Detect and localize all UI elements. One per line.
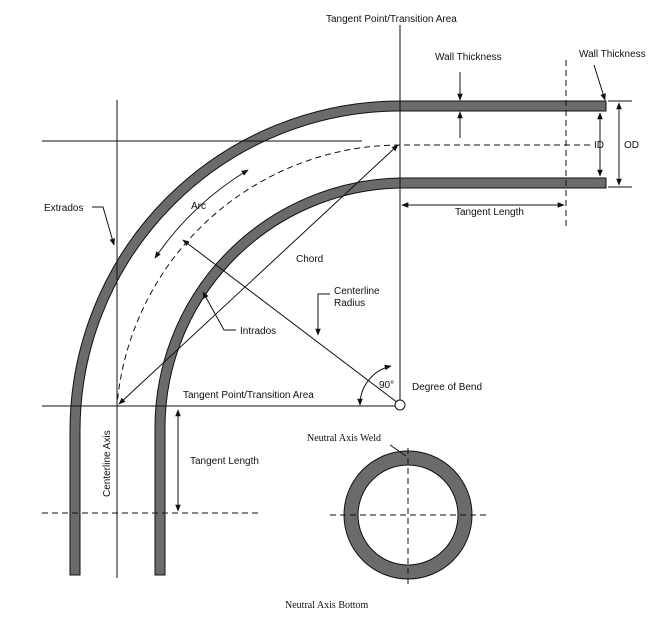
neutral-axis-bottom-label: Neutral Axis Bottom xyxy=(285,600,369,611)
cross-section-ring xyxy=(344,451,472,579)
tangent-point-bottom-label: Tangent Point/Transition Area xyxy=(183,390,314,401)
od-label: OD xyxy=(624,140,639,151)
centerline-radius-label-1: Centerline xyxy=(334,286,380,297)
outer-wall xyxy=(69,100,607,576)
neutral-axis-weld-leader xyxy=(389,444,407,457)
extrados-label: Extrados xyxy=(44,203,83,214)
centerline-radius-leader xyxy=(315,293,330,336)
neutral-axis-weld-label: Neutral Axis Weld xyxy=(307,433,381,444)
angle-arc xyxy=(357,364,392,406)
arc-arrow xyxy=(154,169,249,259)
tangent-point-top-label: Tangent Point/Transition Area xyxy=(326,14,457,25)
centerline-radius-label-2: Radius xyxy=(334,298,365,309)
wall-thickness-2-arrow xyxy=(593,64,606,101)
intrados-label: Intrados xyxy=(240,326,276,337)
intrados-leader xyxy=(202,291,236,331)
chord-label: Chord xyxy=(296,254,323,265)
degree-of-bend-label: Degree of Bend xyxy=(412,382,482,393)
bend-center-point xyxy=(394,399,406,411)
centerline-axis-label: Centerline Axis xyxy=(102,430,113,497)
wall-thickness-label-1: Wall Thickness xyxy=(435,52,502,63)
tangent-length-left-label: Tangent Length xyxy=(190,456,259,467)
angle-label: 90° xyxy=(379,380,394,391)
cross-section-inner-edge xyxy=(357,464,459,566)
arc-label: Arc xyxy=(191,201,206,212)
wall-thickness-label-2: Wall Thickness xyxy=(579,49,646,60)
radius-line xyxy=(182,239,399,404)
chord-line xyxy=(118,144,399,405)
id-label: ID xyxy=(594,140,604,151)
extrados-leader xyxy=(92,206,115,246)
tangent-length-right-label: Tangent Length xyxy=(455,207,524,218)
